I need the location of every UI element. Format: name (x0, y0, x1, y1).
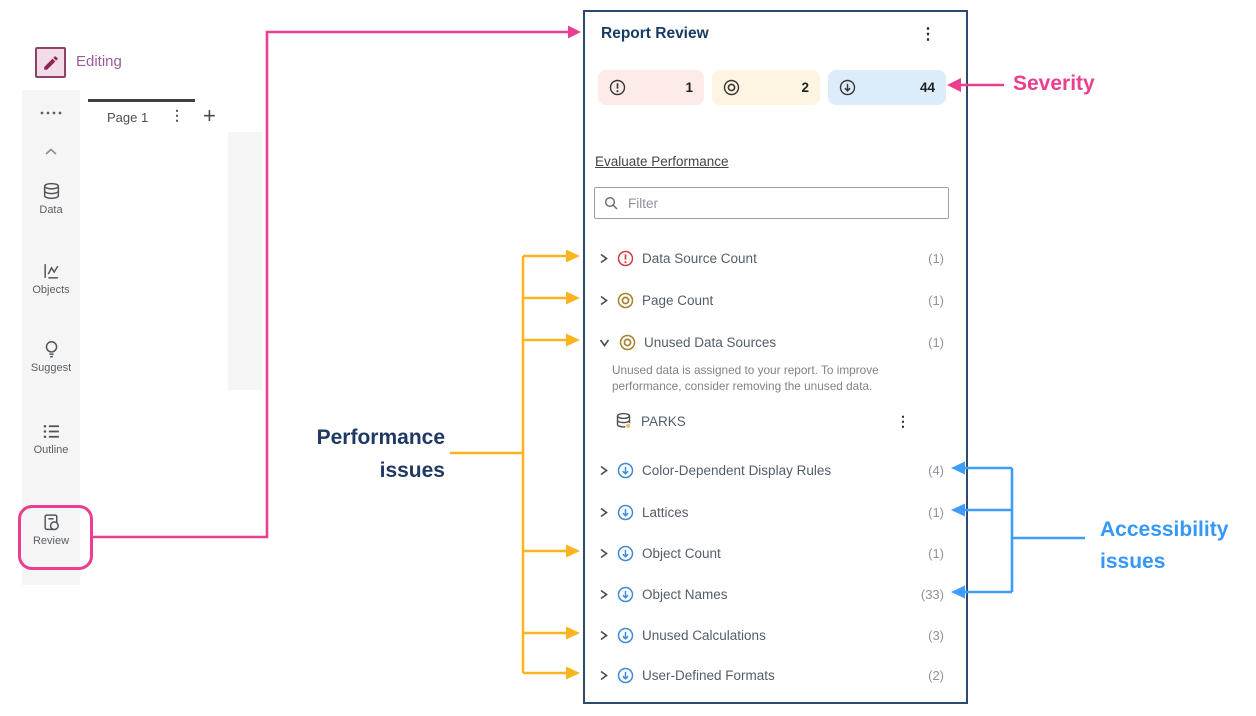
evaluate-performance-link[interactable]: Evaluate Performance (595, 154, 729, 169)
sidebar-item-data[interactable]: Data (22, 182, 80, 216)
canvas-background (228, 132, 262, 390)
issue-label: Unused Data Sources (644, 334, 777, 350)
filter-input[interactable] (626, 194, 939, 212)
sidebar-item-label: Suggest (30, 362, 72, 374)
report-review-panel: Report Review ⋮ 1 2 44 Evaluate Performa… (583, 10, 968, 704)
issue-count: (1) (928, 292, 944, 308)
sidebar-item-label: Data (39, 204, 63, 216)
down-arrow-circle-icon (839, 79, 856, 96)
review-highlight-callout (18, 505, 93, 570)
chevron-down-icon[interactable] (598, 336, 611, 349)
lightbulb-icon (22, 340, 80, 359)
issue-row-data-source-count[interactable]: Data Source Count (1) (598, 246, 944, 270)
editing-mode-label: Editing (76, 53, 122, 70)
chevron-right-icon[interactable] (598, 252, 609, 265)
add-page-button[interactable]: + (203, 103, 216, 128)
down-arrow-circle-icon (617, 627, 634, 644)
issue-description: Unused data is assigned to your report. … (612, 363, 879, 394)
chevron-right-icon[interactable] (598, 464, 609, 477)
more-dots-icon (22, 110, 80, 116)
down-arrow-circle-icon (617, 586, 634, 603)
issue-row-user-defined-formats[interactable]: User-Defined Formats (2) (598, 663, 944, 687)
issue-row-object-names[interactable]: Object Names (33) (598, 582, 944, 606)
issue-label: Unused Calculations (642, 627, 766, 643)
sidebar-item-objects[interactable]: Objects (22, 262, 80, 296)
issue-row-object-count[interactable]: Object Count (1) (598, 541, 944, 565)
chart-icon (22, 262, 80, 281)
issue-count: (1) (928, 334, 944, 350)
severity-badge-info[interactable]: 44 (828, 70, 946, 105)
panel-title: Report Review (601, 25, 709, 42)
chevron-right-icon[interactable] (598, 547, 609, 560)
issue-count: (1) (928, 250, 944, 266)
issue-label: Object Names (642, 586, 728, 602)
severity-badge-warning[interactable]: 2 (712, 70, 820, 105)
error-circle-icon (617, 250, 634, 267)
chevron-up-icon (22, 148, 80, 156)
target-circle-icon (723, 79, 740, 96)
issue-label: Page Count (642, 292, 714, 308)
issue-count: (33) (920, 586, 944, 602)
down-arrow-circle-icon (617, 462, 634, 479)
chevron-right-icon[interactable] (598, 588, 609, 601)
severity-badge-error[interactable]: 1 (598, 70, 704, 105)
issue-label: Lattices (642, 504, 689, 520)
filter-field[interactable] (594, 187, 949, 219)
issue-row-lattices[interactable]: Lattices (1) (598, 500, 944, 524)
database-badge-icon (615, 412, 633, 430)
sidebar-item-label: Outline (33, 444, 69, 456)
target-circle-icon (617, 292, 634, 309)
sidebar-item-suggest[interactable]: Suggest (22, 340, 80, 374)
search-icon (604, 196, 618, 210)
severity-count: 1 (685, 80, 693, 95)
rail-collapse-button[interactable] (22, 148, 80, 156)
sidebar-item-label: Review (32, 535, 70, 547)
issue-count: (3) (928, 627, 944, 643)
issue-row-unused-calculations[interactable]: Unused Calculations (3) (598, 623, 944, 647)
issue-label: Color-Dependent Display Rules (642, 462, 832, 478)
data-source-item-parks[interactable]: PARKS ⋮ (615, 408, 910, 434)
issue-label: User-Defined Formats (642, 667, 775, 683)
sidebar-item-label: Objects (32, 284, 70, 296)
chevron-right-icon[interactable] (598, 506, 609, 519)
data-source-kebab-icon[interactable]: ⋮ (896, 412, 910, 429)
tab-menu-kebab-icon[interactable]: ⋮ (170, 107, 184, 123)
sidebar-item-outline[interactable]: Outline (22, 422, 80, 456)
down-arrow-circle-icon (617, 545, 634, 562)
panel-menu-kebab-icon[interactable]: ⋮ (920, 26, 936, 43)
left-rail (22, 90, 80, 585)
accessibility-issues-annotation-label: Accessibility issues (1100, 518, 1229, 573)
review-report-icon (22, 513, 80, 532)
target-circle-icon (619, 334, 636, 351)
database-icon (22, 182, 80, 201)
pencil-icon (42, 54, 60, 72)
issue-row-page-count[interactable]: Page Count (1) (598, 288, 944, 312)
editing-mode-button[interactable] (35, 47, 66, 78)
chevron-right-icon[interactable] (598, 294, 609, 307)
list-icon (22, 422, 80, 441)
rail-more-button[interactable] (22, 110, 80, 116)
issue-count: (1) (928, 545, 944, 561)
tab-label: Page 1 (107, 109, 149, 125)
severity-annotation-label: Severity (1013, 72, 1095, 95)
chevron-right-icon[interactable] (598, 629, 609, 642)
performance-issues-annotation-label: Performance issues (316, 426, 445, 482)
error-circle-icon (609, 79, 626, 96)
chevron-right-icon[interactable] (598, 669, 609, 682)
issue-count: (1) (928, 504, 944, 520)
issue-label: Object Count (642, 545, 721, 561)
sidebar-item-review[interactable]: Review (22, 513, 80, 547)
issue-count: (4) (928, 462, 944, 478)
issue-row-unused-data-sources[interactable]: Unused Data Sources (1) (598, 330, 944, 354)
down-arrow-circle-icon (617, 504, 634, 521)
issue-count: (2) (928, 667, 944, 683)
issue-row-color-dependent-display-rules[interactable]: Color-Dependent Display Rules (4) (598, 458, 944, 482)
down-arrow-circle-icon (617, 667, 634, 684)
issue-label: Data Source Count (642, 250, 757, 266)
severity-count: 2 (801, 80, 809, 95)
data-source-name: PARKS (641, 413, 686, 429)
severity-count: 44 (919, 80, 935, 95)
